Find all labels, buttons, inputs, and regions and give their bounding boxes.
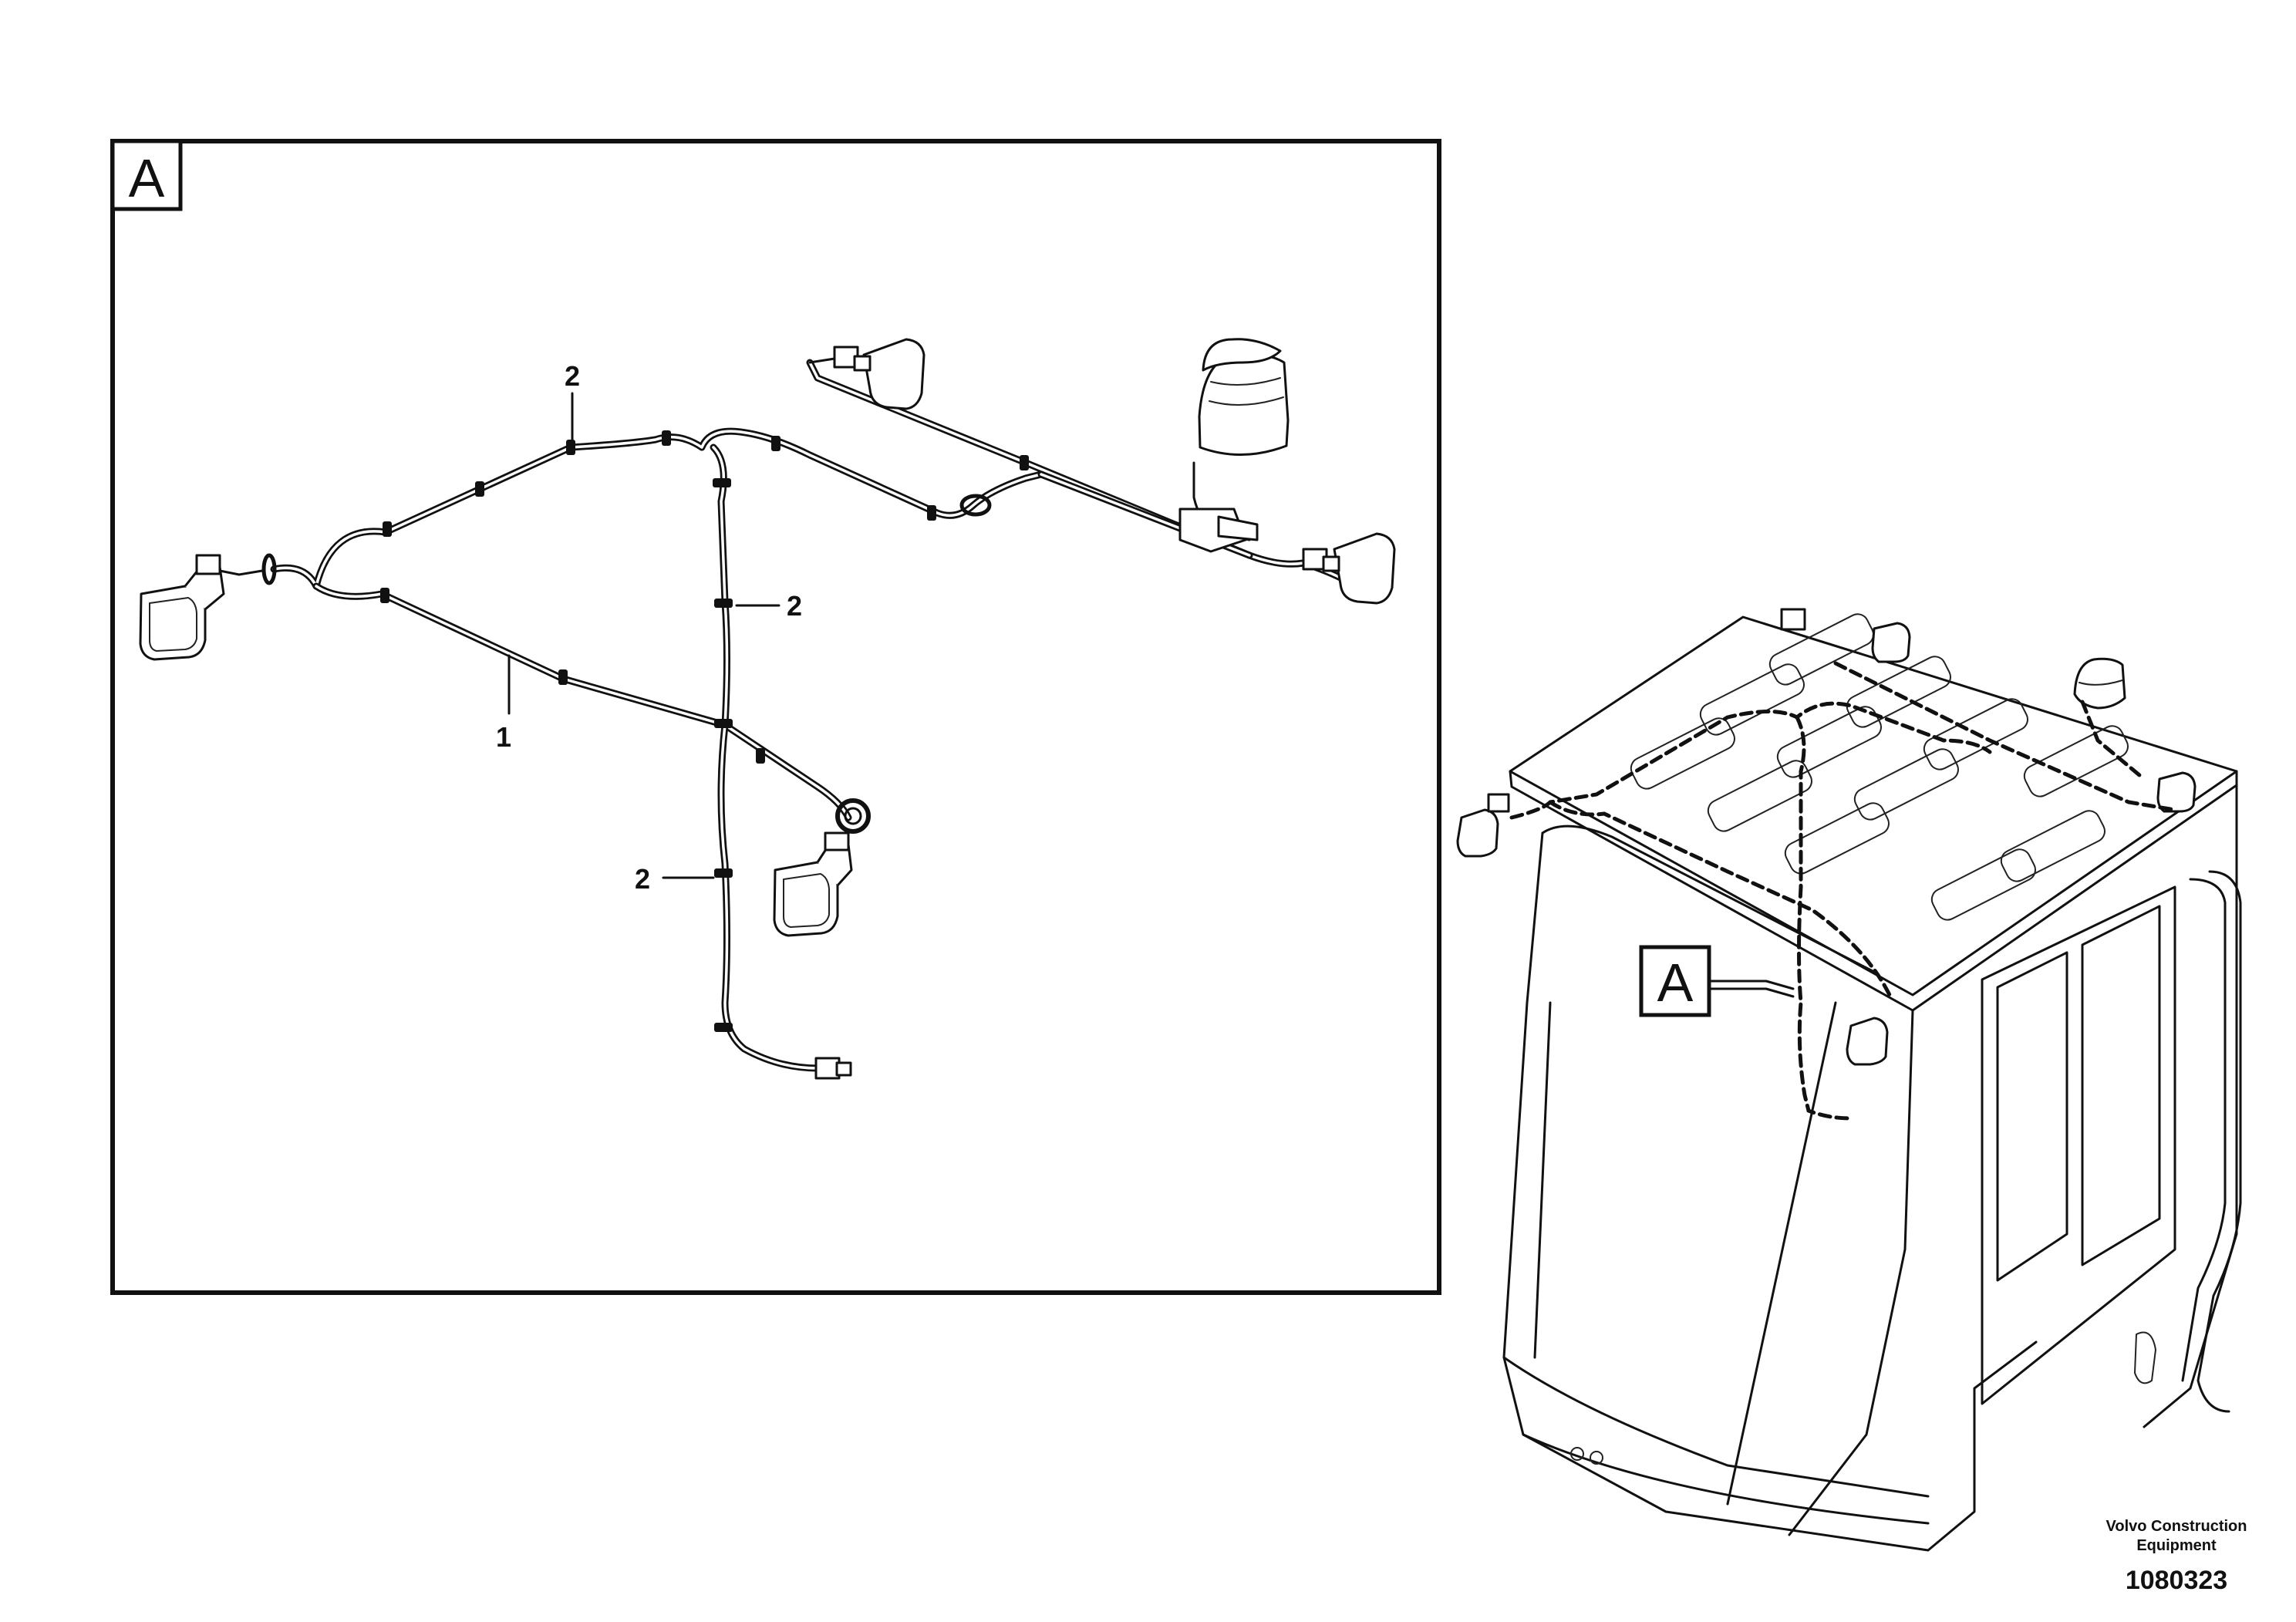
detail-view-a: A — [110, 139, 1441, 1295]
footer: Volvo Construction Equipment 1080323 — [2106, 1518, 2247, 1595]
cab-reference-label: A — [1657, 953, 1694, 1013]
detail-label-box — [110, 139, 183, 211]
callout-label-2a: 2 — [565, 360, 580, 392]
brand-line-2: Equipment — [2136, 1537, 2217, 1554]
callout-label-2b: 2 — [787, 590, 802, 622]
drawing-number: 1080323 — [2126, 1566, 2227, 1595]
callout-label-1: 1 — [496, 721, 511, 753]
beacon-light — [1178, 338, 1290, 553]
wiring-harness — [270, 359, 1346, 1072]
harness-clips — [261, 430, 1029, 1032]
cab-detail-reference: A — [1639, 945, 1795, 1017]
roof-panels — [1630, 613, 2129, 921]
work-light-rear-left — [808, 338, 925, 410]
cab-overview — [1456, 608, 2242, 1552]
detail-frame — [110, 139, 1441, 1295]
cab-reference-label-box — [1639, 945, 1711, 1017]
connector-end — [814, 1057, 852, 1080]
work-light-rear-right — [1302, 532, 1396, 605]
detail-label: A — [129, 148, 165, 208]
callout-label-2c: 2 — [635, 863, 650, 895]
work-light-front-right — [773, 831, 853, 937]
brand-line-1: Volvo Construction — [2106, 1518, 2247, 1535]
work-light-front-left — [139, 554, 264, 661]
callouts: 2 2 1 2 — [496, 360, 802, 895]
